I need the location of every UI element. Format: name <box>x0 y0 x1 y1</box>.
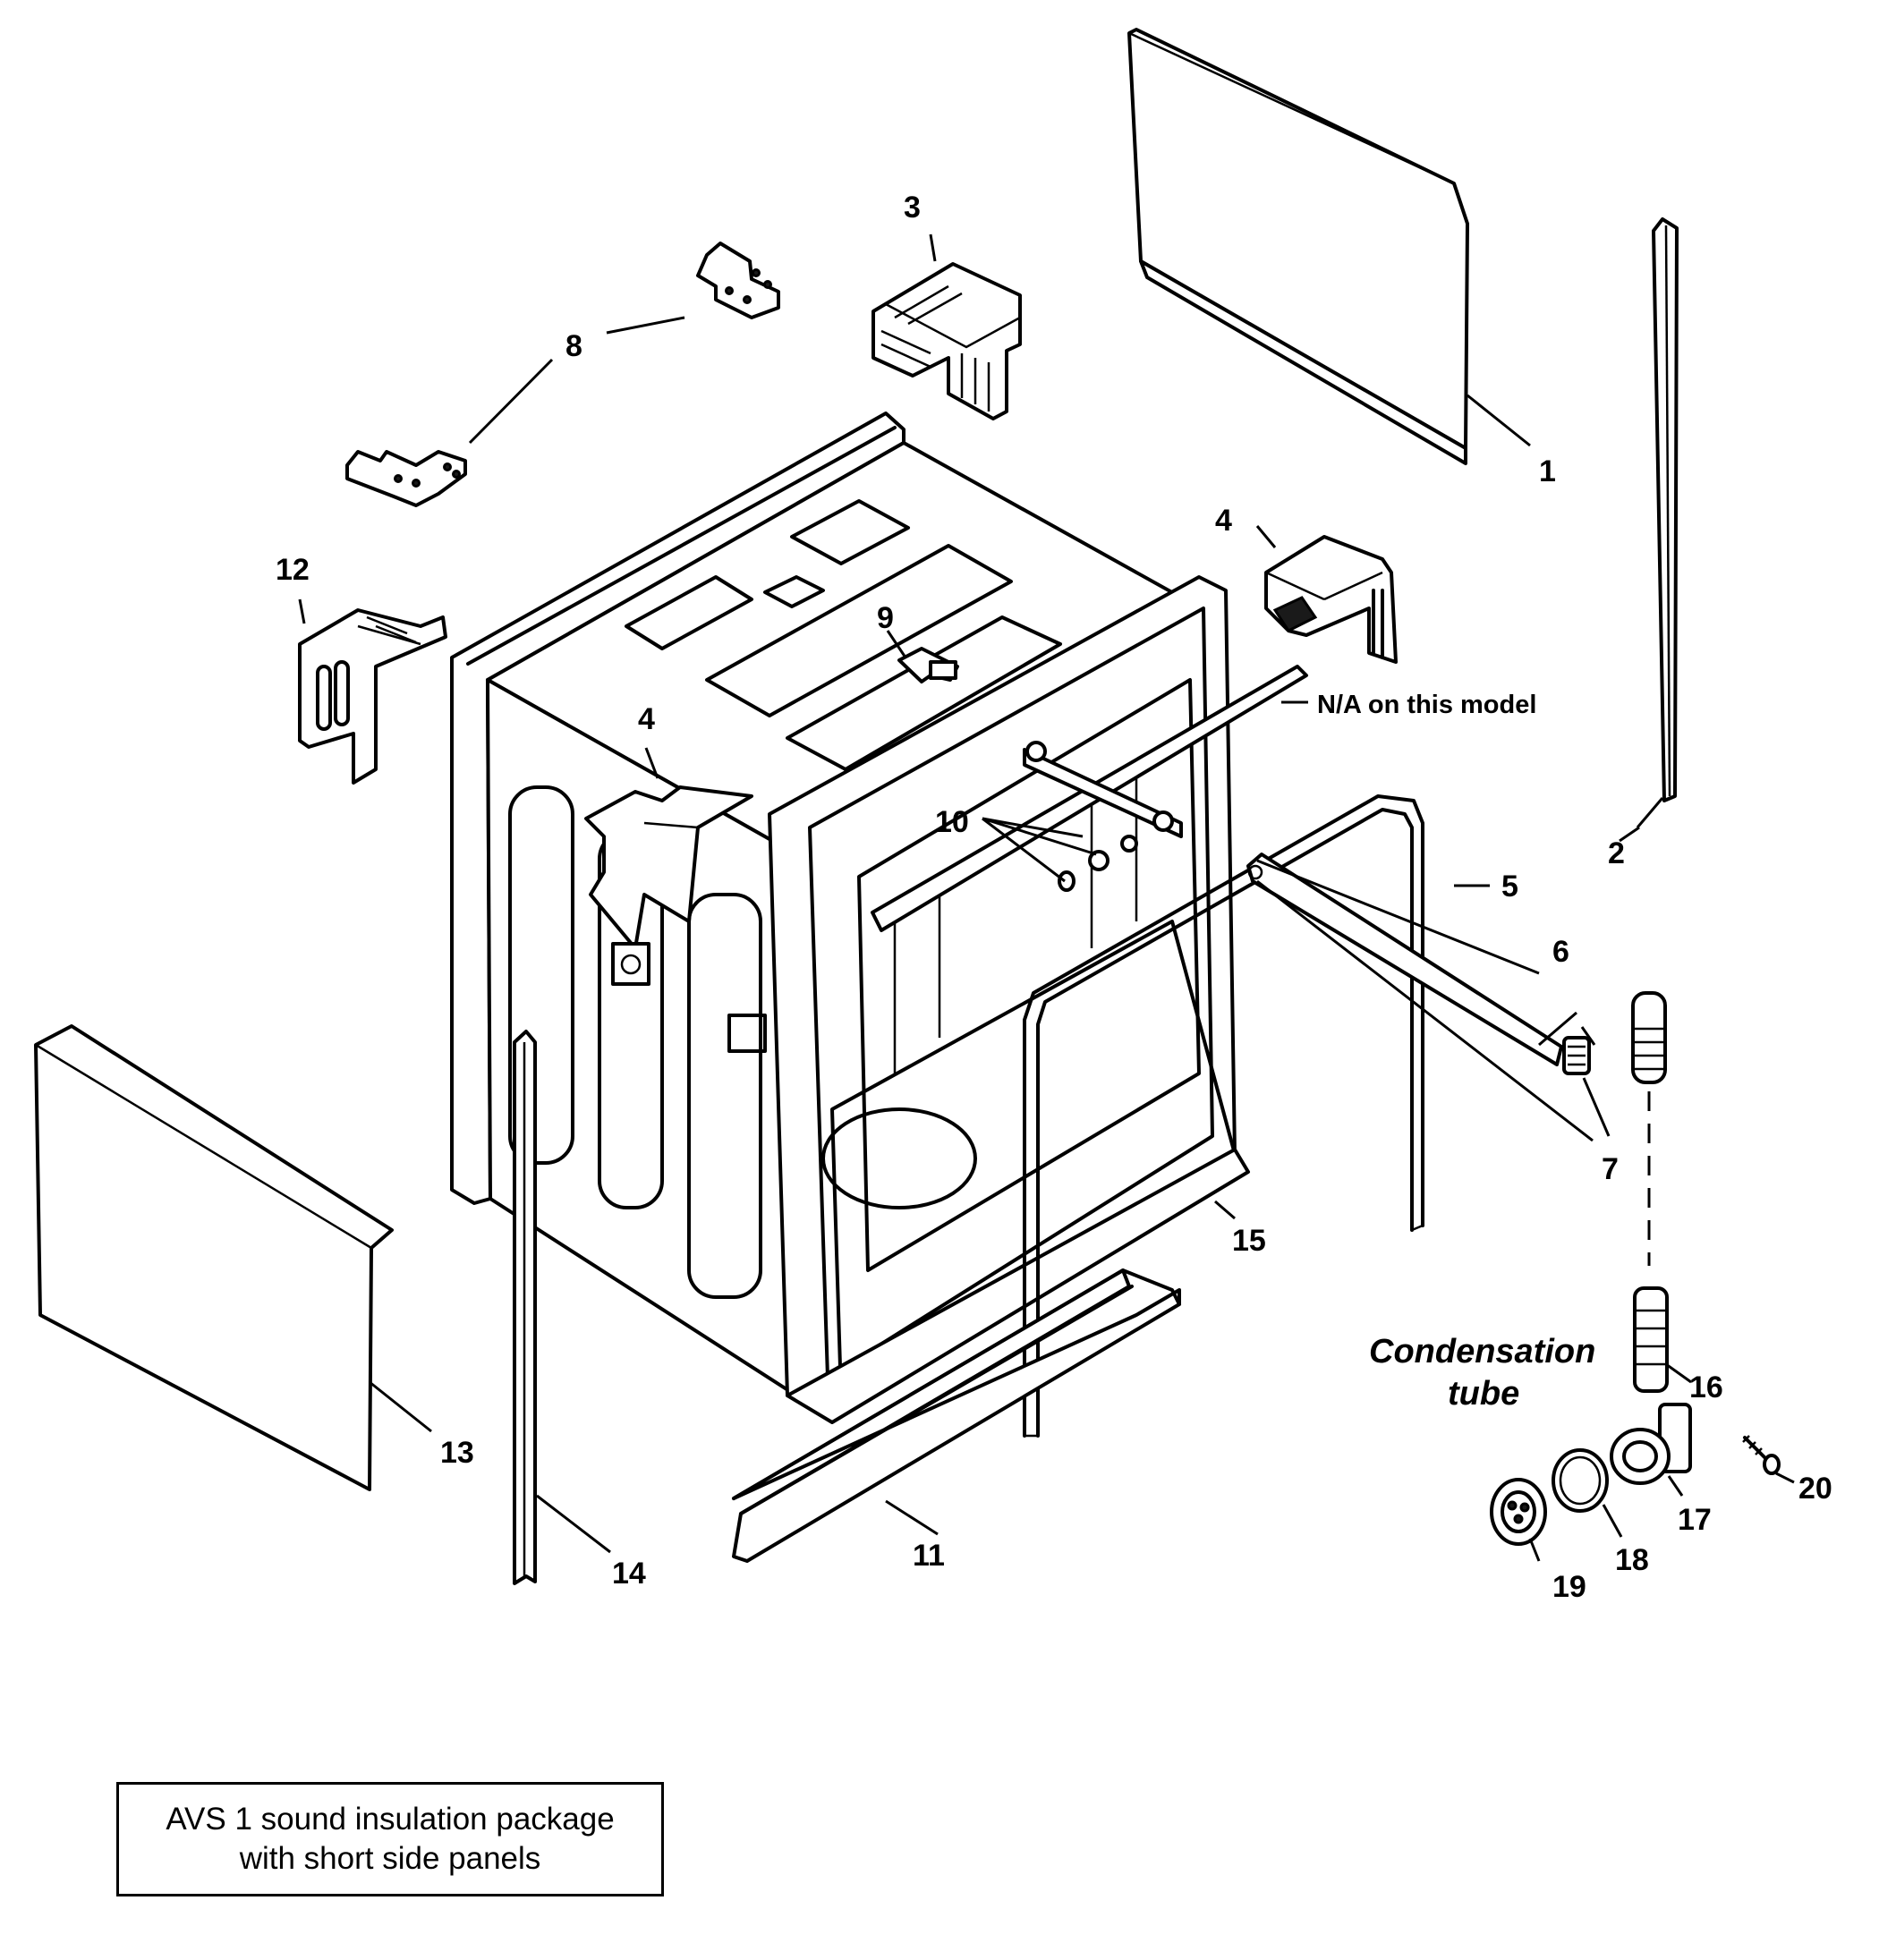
part-11-bottom-rail <box>732 1268 1181 1563</box>
callout-13: 13 <box>440 1436 474 1470</box>
callout-3: 3 <box>904 191 921 225</box>
leader-lines <box>298 233 1795 1562</box>
part-19-cap <box>1490 1478 1547 1546</box>
package-note-line1: AVS 1 sound insulation package <box>166 1802 615 1837</box>
part-16-condensation-tube <box>1631 991 1669 1393</box>
part-14-strip <box>513 1030 537 1585</box>
callout-11: 11 <box>913 1539 945 1573</box>
callout-5: 5 <box>1501 870 1518 904</box>
callout-17: 17 <box>1678 1503 1712 1537</box>
part-12-bracket <box>298 608 447 785</box>
callout-8: 8 <box>565 329 582 363</box>
package-note-box: AVS 1 sound insulation package with shor… <box>116 1782 664 1896</box>
callout-labels: 1 2 3 4 4 5 6 7 8 9 10 11 12 13 14 15 16… <box>276 191 1832 1604</box>
part-3-bracket <box>871 262 1022 420</box>
callout-2: 2 <box>1608 836 1625 870</box>
condensation-label-line1: Condensation <box>1369 1333 1595 1370</box>
part-9-clip <box>897 647 959 683</box>
callout-4-right: 4 <box>1215 504 1232 538</box>
callout-12: 12 <box>276 553 310 587</box>
part-13-front-panel <box>34 1024 394 1491</box>
part-20-screw <box>1742 1435 1781 1475</box>
part-2-side-strip <box>1652 217 1679 802</box>
package-note-line2: with short side panels <box>239 1841 541 1876</box>
callout-16: 16 <box>1689 1370 1723 1404</box>
part-10-hinge <box>1023 741 1183 892</box>
part-18-ring <box>1552 1448 1609 1513</box>
part-6-rail <box>1246 853 1591 1075</box>
callout-9: 9 <box>877 601 894 635</box>
part-8-lower-bracket <box>345 450 467 507</box>
callout-4-left: 4 <box>638 702 655 736</box>
callout-10: 10 <box>935 805 969 839</box>
callout-20: 20 <box>1798 1472 1832 1506</box>
part-5-gasket <box>1023 794 1424 1438</box>
callout-6: 6 <box>1552 935 1569 969</box>
part-4-right-bracket <box>1264 535 1398 664</box>
callout-19: 19 <box>1552 1570 1586 1604</box>
part-4-left-bracket <box>584 785 753 986</box>
callout-18: 18 <box>1615 1543 1649 1577</box>
part-8-upper-bracket <box>696 242 780 319</box>
na-model-note: N/A on this model <box>1317 691 1536 719</box>
part-17-elbow <box>1610 1403 1692 1485</box>
callout-7: 7 <box>1602 1152 1619 1186</box>
callout-14: 14 <box>612 1557 646 1591</box>
part-1-top-panel <box>1127 28 1469 465</box>
callout-15: 15 <box>1232 1224 1266 1258</box>
callout-1: 1 <box>1539 454 1556 488</box>
condensation-label-line2: tube <box>1448 1375 1519 1413</box>
part-na-bar <box>871 665 1308 932</box>
